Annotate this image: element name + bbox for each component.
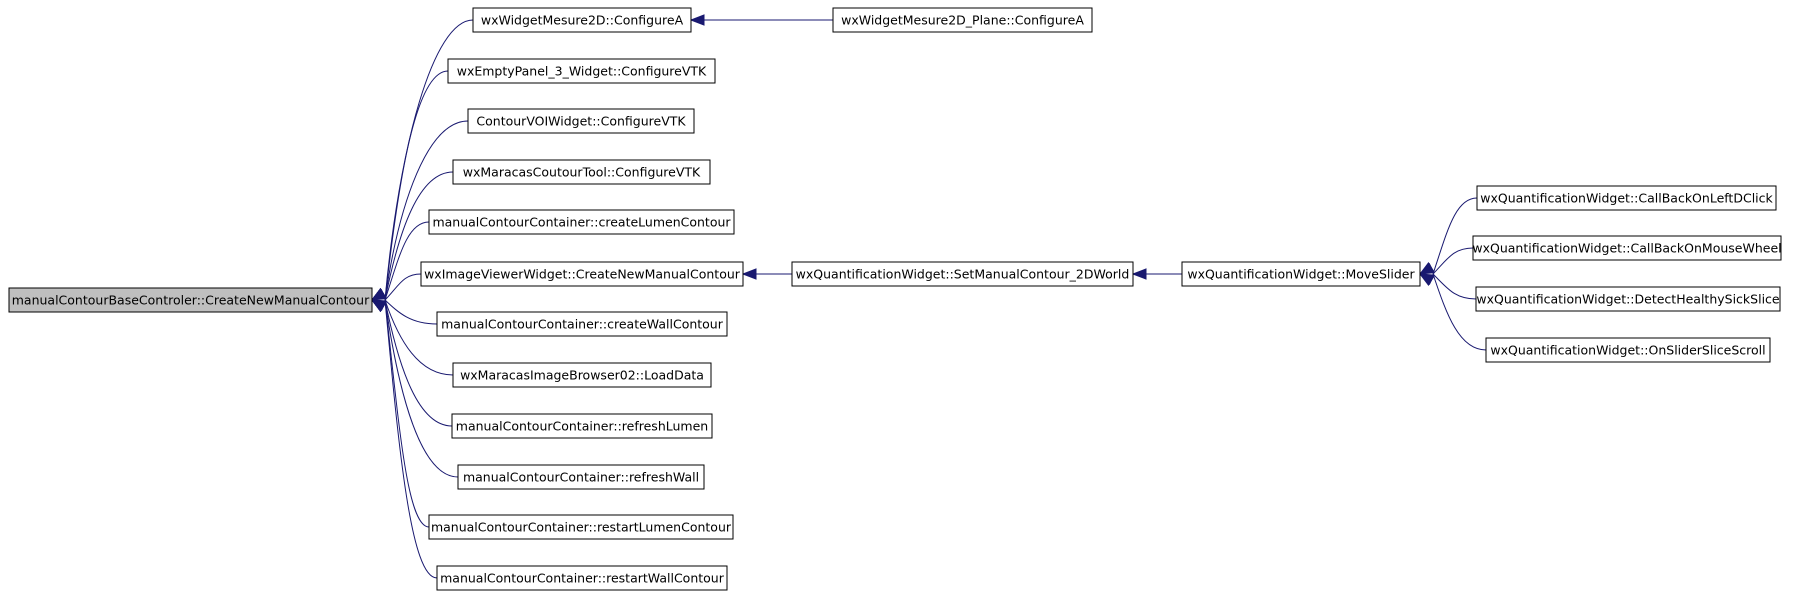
caller-node-contourvoi-configurevtk[interactable]: ContourVOIWidget::ConfigureVTK <box>467 108 695 134</box>
caller-node-refresh-lumen[interactable]: manualContourContainer::refreshLumen <box>451 413 713 439</box>
edge-q_scroll-to-q_moveslider <box>1418 273 1487 351</box>
caller-node-restart-lumen-contour[interactable]: manualContourContainer::restartLumenCont… <box>428 514 734 540</box>
node-label: manualContourContainer::restartWallConto… <box>440 571 725 586</box>
edge-line <box>384 299 454 376</box>
node-label: wxQuantificationWidget::CallBackOnMouseW… <box>1472 241 1781 256</box>
node-label: manualContourContainer::refreshWall <box>463 470 699 485</box>
edge-line <box>1432 197 1478 275</box>
node-label: wxQuantificationWidget::MoveSlider <box>1187 267 1415 282</box>
caller-node-set-manual-contour-2dworld[interactable]: wxQuantificationWidget::SetManualContour… <box>791 261 1134 287</box>
caller-node-widget-mesure2d-configurea[interactable]: wxWidgetMesure2D::ConfigureA <box>472 7 692 33</box>
caller-node-move-slider[interactable]: wxQuantificationWidget::MoveSlider <box>1181 261 1421 287</box>
node-label: manualContourContainer::createLumenConto… <box>432 215 731 230</box>
node-label: wxMaracasCoutourTool::ConfigureVTK <box>463 165 701 180</box>
edge-line <box>384 120 469 301</box>
edge-c_restartlumen-to-root <box>370 299 430 528</box>
edge-line <box>384 70 449 301</box>
arrowhead-icon <box>1418 273 1435 286</box>
caller-node-widget-mesure2d-plane-configurea[interactable]: wxWidgetMesure2D_Plane::ConfigureA <box>832 7 1093 33</box>
root-node-label: manualContourBaseControler::CreateNewMan… <box>12 293 370 308</box>
caller-node-on-slider-slice-scroll[interactable]: wxQuantificationWidget::OnSliderSliceScr… <box>1485 337 1771 363</box>
edge-q_leftdclick-to-q_moveslider <box>1418 197 1478 275</box>
edge-c_createlumen-to-root <box>370 221 430 301</box>
caller-node-restart-wall-contour[interactable]: manualContourContainer::restartWallConto… <box>436 565 728 591</box>
edge-q_setmanual-to-c_imageviewer <box>741 268 792 280</box>
edge-q_mousewheel-to-q_moveslider <box>1418 247 1474 275</box>
node-label: ContourVOIWidget::ConfigureVTK <box>476 114 686 129</box>
arrowhead-icon <box>370 288 387 301</box>
caller-node-callback-on-mouse-wheel[interactable]: wxQuantificationWidget::CallBackOnMouseW… <box>1472 235 1782 261</box>
edges-layer <box>370 14 1487 579</box>
edge-line <box>384 299 453 427</box>
node-label: manualContourContainer::createWallContou… <box>441 317 724 332</box>
arrowhead-icon <box>1131 268 1147 280</box>
arrowhead-icon <box>741 268 757 280</box>
edge-c_restartwall-to-root <box>370 299 438 579</box>
edge-line <box>384 171 454 301</box>
caller-node-coutourtool-configurevtk[interactable]: wxMaracasCoutourTool::ConfigureVTK <box>452 159 711 185</box>
caller-node-create-lumen-contour[interactable]: manualContourContainer::createLumenConto… <box>428 209 735 235</box>
node-label: wxWidgetMesure2D::ConfigureA <box>481 13 684 28</box>
edge-line <box>1432 273 1487 351</box>
node-label: wxEmptyPanel_3_Widget::ConfigureVTK <box>457 64 707 79</box>
arrowhead-icon <box>1418 262 1435 275</box>
node-label: manualContourContainer::restartLumenCont… <box>431 520 732 535</box>
edge-line <box>1432 247 1474 275</box>
node-label: wxQuantificationWidget::DetectHealthySic… <box>1476 292 1780 307</box>
caller-node-refresh-wall[interactable]: manualContourContainer::refreshWall <box>457 464 705 490</box>
edge-line <box>384 299 430 528</box>
caller-node-create-wall-contour[interactable]: manualContourContainer::createWallContou… <box>436 311 728 337</box>
edge-c_plane_configureA-to-c_configureA <box>689 14 833 26</box>
edge-line <box>384 221 430 301</box>
node-label: manualContourContainer::refreshLumen <box>456 419 708 434</box>
edge-line <box>384 299 459 478</box>
edge-line <box>384 273 422 301</box>
edge-line <box>384 299 438 579</box>
edge-line <box>384 19 474 301</box>
edge-line <box>1432 273 1477 300</box>
node-label: wxQuantificationWidget::CallBackOnLeftDC… <box>1480 191 1773 206</box>
caller-node-callback-on-left-dclick[interactable]: wxQuantificationWidget::CallBackOnLeftDC… <box>1476 185 1777 211</box>
nodes-layer: manualContourBaseControler::CreateNewMan… <box>8 7 1782 591</box>
edge-c_loaddata-to-root <box>370 299 454 376</box>
edge-c_imageviewer-to-root <box>370 273 422 301</box>
node-label: wxQuantificationWidget::SetManualContour… <box>796 267 1130 282</box>
edge-q_moveslider-to-q_setmanual <box>1131 268 1182 280</box>
caller-node-emptypanel-configurevtk[interactable]: wxEmptyPanel_3_Widget::ConfigureVTK <box>447 58 716 84</box>
caller-node-imageviewer-create-new-manual-contour[interactable]: wxImageViewerWidget::CreateNewManualCont… <box>420 261 744 287</box>
node-label: wxMaracasImageBrowser02::LoadData <box>460 368 704 383</box>
root-node[interactable]: manualContourBaseControler::CreateNewMan… <box>8 287 373 313</box>
arrowhead-icon <box>689 14 705 26</box>
caller-node-detect-healthy-sick-slice[interactable]: wxQuantificationWidget::DetectHealthySic… <box>1475 286 1781 312</box>
node-label: wxWidgetMesure2D_Plane::ConfigureA <box>841 13 1084 28</box>
edge-line <box>384 299 438 325</box>
arrowhead-icon <box>370 299 387 312</box>
caller-node-imagebrowser-loaddata[interactable]: wxMaracasImageBrowser02::LoadData <box>452 362 712 388</box>
node-label: wxQuantificationWidget::OnSliderSliceScr… <box>1490 343 1765 358</box>
node-label: wxImageViewerWidget::CreateNewManualCont… <box>424 267 741 282</box>
